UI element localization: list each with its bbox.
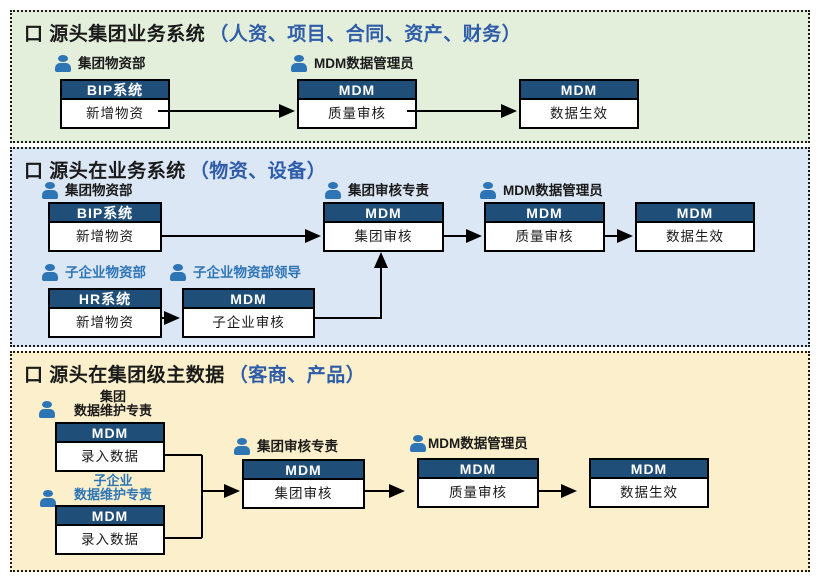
flow-box-step: 录入数据 xyxy=(57,443,163,470)
person-icon xyxy=(480,182,496,199)
actor-label-line2: 数据维护专责 xyxy=(73,487,152,502)
actor-label: 子企业物资部 xyxy=(65,265,146,280)
person-icon xyxy=(234,438,250,455)
person-icon xyxy=(39,401,55,418)
actor-label-line1: 集团 xyxy=(99,389,126,404)
actor-subsidiary-data-maintainer: 子企业 数据维护专责 xyxy=(58,474,168,502)
actor-subsidiary-materials-dept: 子企业物资部 xyxy=(42,264,146,281)
section-title-scope: （客商、产品） xyxy=(228,365,366,386)
section-title: 口 源头在集团级主数据（客商、产品） xyxy=(24,360,365,387)
actor-group-review-officer: 集团审核专责 xyxy=(234,438,338,455)
person-icon xyxy=(170,264,186,281)
actor-mdm-data-admin: MDM数据管理员 xyxy=(480,182,603,199)
person-icon xyxy=(42,182,58,199)
actor-group-materials-dept: 集团物资部 xyxy=(55,55,146,72)
section-title-text: 口 源头集团业务系统 xyxy=(24,24,206,45)
flow-box-system: MDM xyxy=(521,81,637,100)
flow-box-system: MDM xyxy=(419,460,537,479)
section-title-text: 口 源头在业务系统 xyxy=(24,161,186,182)
actor-label: MDM数据管理员 xyxy=(503,183,603,198)
actor-group-data-maintainer: 集团 数据维护专责 xyxy=(58,390,168,418)
flow-box-system: MDM xyxy=(486,204,603,223)
flow-box-system: HR系统 xyxy=(50,290,160,309)
flow-box-step: 质量审核 xyxy=(486,223,603,250)
flow-box-mdm-subsidiary-review: MDM 子企业审核 xyxy=(182,288,315,338)
actor-mdm-data-admin: MDM数据管理员 xyxy=(410,435,528,452)
flow-box-system: MDM xyxy=(184,290,313,309)
actor-label: 集团物资部 xyxy=(65,183,133,198)
person-icon xyxy=(291,55,307,72)
person-icon xyxy=(410,435,426,452)
flow-box-system: MDM xyxy=(57,507,163,526)
section-business-systems-source: 口 源头在业务系统（物资、设备） 集团物资部 集团审核专责 MDM数据管理员 B… xyxy=(10,147,810,347)
flow-box-mdm-group-review: MDM 集团审核 xyxy=(242,459,365,509)
actor-label: 子企业物资部领导 xyxy=(193,265,301,280)
flow-box-step: 数据生效 xyxy=(637,223,753,250)
actor-subsidiary-materials-dept-leader: 子企业物资部领导 xyxy=(170,264,301,281)
flow-box-mdm-quality-review: MDM 质量审核 xyxy=(484,202,605,252)
flow-box-mdm-quality-review: MDM 质量审核 xyxy=(417,458,539,508)
flow-box-step: 数据生效 xyxy=(521,100,637,127)
flow-box-system: BIP系统 xyxy=(62,81,168,100)
flow-box-step: 集团审核 xyxy=(244,480,363,507)
actor-label-line2: 数据维护专责 xyxy=(73,403,152,418)
flow-box-system: MDM xyxy=(325,204,442,223)
flow-box-system: BIP系统 xyxy=(50,204,160,223)
flow-box-step: 子企业审核 xyxy=(184,309,313,336)
person-icon xyxy=(325,182,341,199)
section-title-scope: （物资、设备） xyxy=(189,161,327,182)
actor-mdm-data-admin: MDM数据管理员 xyxy=(291,55,414,72)
flow-box-mdm-enter-data-group: MDM 录入数据 xyxy=(55,422,165,472)
flow-box-hr-new-material: HR系统 新增物资 xyxy=(48,288,162,338)
flow-box-step: 新增物资 xyxy=(62,100,168,127)
flow-box-step: 质量审核 xyxy=(419,479,537,506)
flow-box-step: 集团审核 xyxy=(325,223,442,250)
actor-label: MDM数据管理员 xyxy=(314,56,414,71)
section-title-scope: （人资、项目、合同、资产、财务） xyxy=(209,24,522,45)
flow-box-system: MDM xyxy=(637,204,753,223)
section-title: 口 源头集团业务系统（人资、项目、合同、资产、财务） xyxy=(24,19,521,46)
flow-box-step: 录入数据 xyxy=(57,526,163,553)
person-icon xyxy=(42,264,58,281)
actor-label-line1: 子企业 xyxy=(93,473,133,488)
flow-box-system: MDM xyxy=(591,460,707,479)
flow-box-step: 数据生效 xyxy=(591,479,707,506)
flow-box-mdm-data-effective: MDM 数据生效 xyxy=(519,79,639,129)
flow-box-system: MDM xyxy=(57,424,163,443)
actor-group-review-officer: 集团审核专责 xyxy=(325,182,429,199)
section-group-business-systems: 口 源头集团业务系统（人资、项目、合同、资产、财务） 集团物资部 MDM数据管理… xyxy=(10,10,810,143)
actor-label: MDM数据管理员 xyxy=(428,436,528,451)
flow-box-mdm-enter-data-subsidiary: MDM 录入数据 xyxy=(55,505,165,555)
actor-label: 集团审核专责 xyxy=(257,439,338,454)
flow-box-system: MDM xyxy=(299,81,415,100)
person-icon xyxy=(55,55,71,72)
flow-box-mdm-group-review: MDM 集团审核 xyxy=(323,202,444,252)
actor-label: 集团审核专责 xyxy=(348,183,429,198)
section-title-text: 口 源头在集团级主数据 xyxy=(24,365,225,386)
flow-box-mdm-quality-review: MDM 质量审核 xyxy=(297,79,417,129)
flow-box-bip-new-material: BIP系统 新增物资 xyxy=(60,79,170,129)
person-icon xyxy=(40,490,56,507)
actor-group-materials-dept: 集团物资部 xyxy=(42,182,133,199)
section-title: 口 源头在业务系统（物资、设备） xyxy=(24,156,326,183)
flow-box-mdm-data-effective: MDM 数据生效 xyxy=(635,202,755,252)
actor-label: 集团物资部 xyxy=(78,56,146,71)
section-group-level-master-data: 口 源头在集团级主数据（客商、产品） 集团 数据维护专责 MDM 录入数据 子企… xyxy=(10,351,810,572)
flow-box-step: 新增物资 xyxy=(50,309,160,336)
flow-box-step: 质量审核 xyxy=(299,100,415,127)
flow-box-step: 新增物资 xyxy=(50,223,160,250)
flow-box-mdm-data-effective: MDM 数据生效 xyxy=(589,458,709,508)
flow-box-bip-new-material: BIP系统 新增物资 xyxy=(48,202,162,252)
flow-box-system: MDM xyxy=(244,461,363,480)
